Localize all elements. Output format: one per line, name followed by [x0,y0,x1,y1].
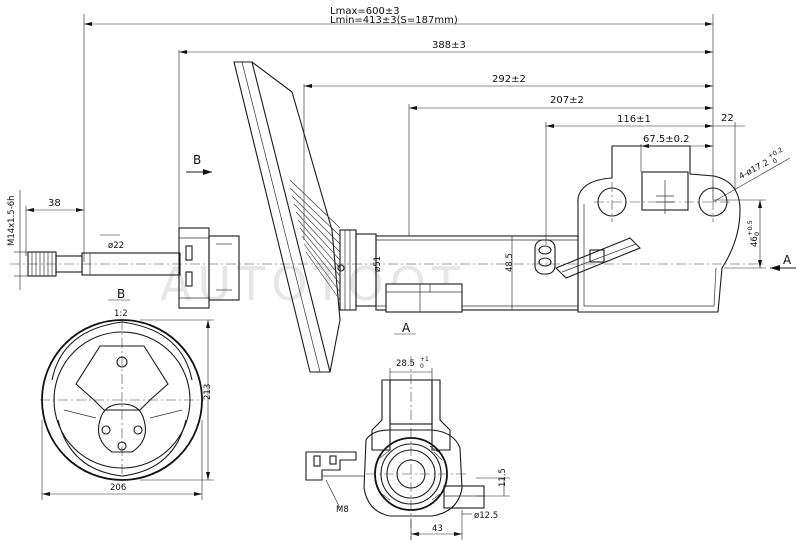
dim-dia22: ø22 [108,241,124,251]
dim-43: 43 [432,524,443,534]
dim-m8: M8 [336,505,349,515]
dim-388: 388±3 [432,40,466,51]
dim-lmin: Lmin=413±3(S=187mm) [330,15,458,26]
dim-lmax: Lmax=600±3 [330,6,400,17]
dim-207: 207±2 [550,95,584,106]
dim-206: 206 [110,483,126,493]
piston-rod: M14x1.5-6h 38 ø22 [7,190,766,290]
top-dimensions: Lmax=600±3 Lmin=413±3(S=187mm) 388±3 292… [83,6,796,271]
dim-38: 38 [48,198,61,209]
upper-mount [178,61,377,373]
arrow-b-label: B [193,153,201,167]
dim-11-5: 11.5 [498,468,508,487]
dim-dia51: ø51 [373,256,383,272]
dim-292: 292±2 [492,74,526,85]
dim-28-5-tol-upper: +1 [420,356,429,363]
dim-dia12-5: ø12.5 [474,511,498,521]
view-a: A 28.5 +1 0 11.5 ø12.5 [305,321,510,540]
arrow-a-label: A [783,253,792,267]
dim-213: 213 [203,384,213,400]
view-b-label: B [117,287,125,301]
dim-28-5: 28.5 [396,359,415,369]
dim-28-5-tol-lower: 0 [420,363,424,370]
dim-48-5: 48.5 [505,253,515,272]
dim-hole-tol-lower: 0 [771,156,778,165]
view-b: B 1:2 213 206 [40,287,214,500]
knuckle-bracket [577,145,741,313]
dim-46: 46 [750,236,760,247]
dim-thread: M14x1.5-6h [7,195,17,246]
dim-1-2: 1:2 [114,309,128,319]
dim-46-tol-lower: 0 [753,232,761,236]
dim-116: 116±1 [617,114,651,125]
strut-body: ø51 48.5 [373,235,641,313]
view-a-label: A [402,321,411,335]
dim-46-tol-upper: +0.5 [746,220,754,236]
dim-67-5: 67.5±0.2 [643,134,690,145]
dim-22: 22 [721,113,734,124]
